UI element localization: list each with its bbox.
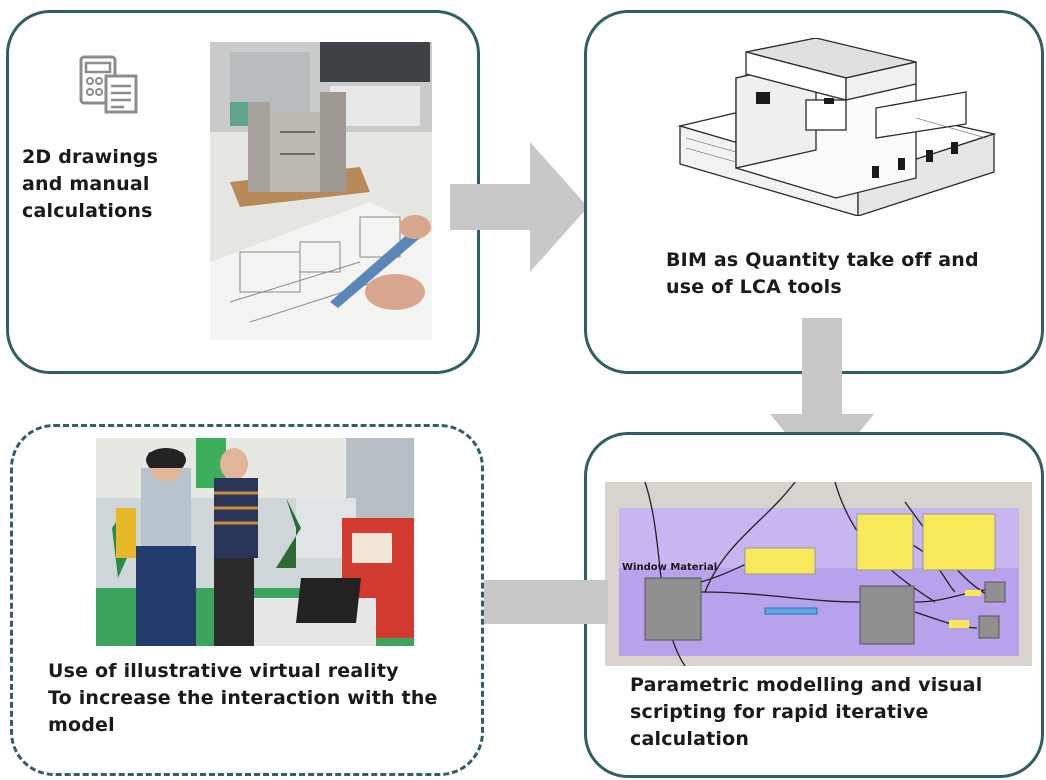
canvas-group-title: Window Material bbox=[622, 562, 718, 573]
physical-model-photo bbox=[210, 42, 432, 340]
bim-label-line2: use of LCA tools bbox=[666, 276, 842, 298]
vr-label: Use of illustrative virtual reality To i… bbox=[48, 658, 438, 739]
vr-label-line2: To increase the interaction with the bbox=[48, 687, 438, 709]
calculator-document-icon bbox=[79, 55, 138, 114]
bim-label: BIM as Quantity take off and use of LCA … bbox=[666, 247, 979, 301]
parametric-label: Parametric modelling and visual scriptin… bbox=[630, 672, 982, 753]
bim-label-line1: BIM as Quantity take off and bbox=[666, 249, 979, 271]
manual-label: 2D drawings and manual calculations bbox=[22, 144, 158, 225]
manual-label-line3: calculations bbox=[22, 200, 153, 222]
vr-label-line3: model bbox=[48, 714, 115, 736]
arrow-right bbox=[450, 142, 588, 272]
bim-house-model bbox=[676, 38, 998, 216]
manual-label-line1: 2D drawings bbox=[22, 146, 159, 168]
parametric-label-line2: scripting for rapid iterative bbox=[630, 701, 929, 723]
vr-demo-photo bbox=[96, 438, 414, 646]
vr-label-line1: Use of illustrative virtual reality bbox=[48, 660, 399, 682]
parametric-label-line1: Parametric modelling and visual bbox=[630, 674, 983, 696]
parametric-label-line3: calculation bbox=[630, 728, 750, 750]
manual-label-line2: and manual bbox=[22, 173, 150, 195]
visual-scripting-canvas bbox=[605, 482, 1032, 666]
